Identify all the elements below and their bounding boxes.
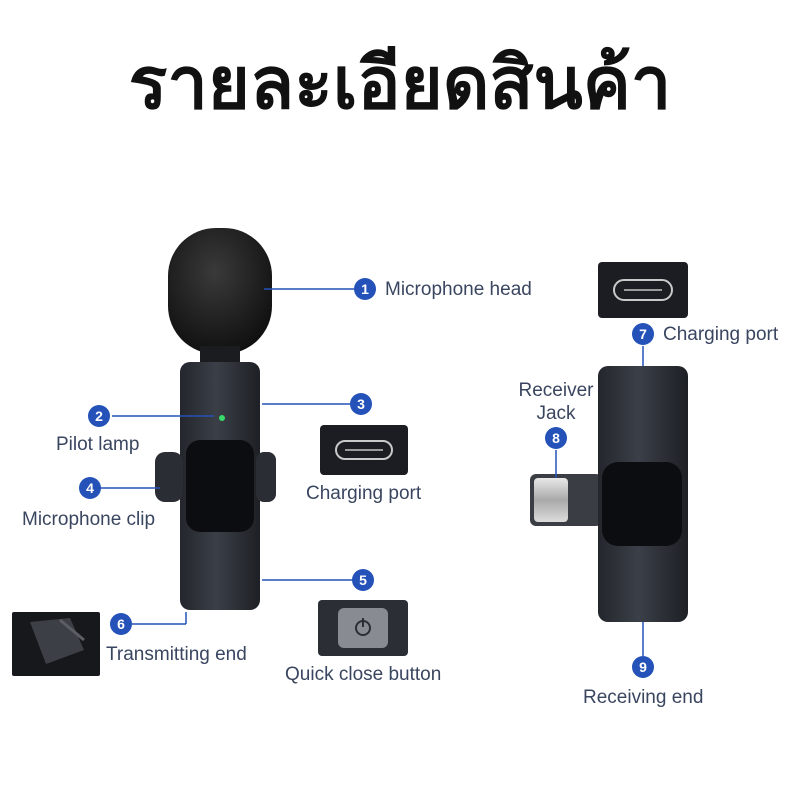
callout-number-2: 2	[88, 405, 110, 427]
label-microphone-head: Microphone head	[385, 279, 532, 300]
receiver-jack	[534, 478, 568, 522]
page-title: รายละเอียดสินค้า	[128, 41, 672, 125]
callout-number-8: 8	[545, 427, 567, 449]
transmitter-body	[155, 362, 276, 610]
quick-close-button-inset	[318, 600, 408, 656]
label-transmitting-end: Transmitting end	[106, 644, 247, 665]
label-receiver-jack-line1: Receiver	[518, 380, 594, 401]
label-charging-port: Charging port	[306, 483, 422, 504]
callout-number-9: 9	[632, 656, 654, 678]
callout-number-7: 7	[632, 323, 654, 345]
leader-lines	[100, 288, 644, 656]
receiver-body	[530, 366, 688, 622]
label-microphone-clip: Microphone clip	[22, 509, 156, 530]
callout-number-4: 4	[79, 477, 101, 499]
pilot-lamp	[219, 415, 225, 421]
callout-number-3: 3	[350, 393, 372, 415]
charging-port-inset	[320, 425, 408, 475]
label-receiver-charging-port: Charging port	[663, 324, 779, 345]
callout-number-6: 6	[110, 613, 132, 635]
receiver-charging-port-inset	[598, 262, 688, 318]
callout-number-5: 5	[352, 569, 374, 591]
microphone-head	[168, 228, 272, 366]
label-quick-close-button: Quick close button	[285, 664, 442, 685]
callout-number-1: 1	[354, 278, 376, 300]
label-receiving-end: Receiving end	[583, 687, 704, 708]
microphone-clip	[155, 452, 183, 502]
label-pilot-lamp: Pilot lamp	[56, 434, 140, 455]
label-receiver-jack-line2: Jack	[536, 403, 576, 424]
transmitting-end-inset	[12, 612, 100, 676]
